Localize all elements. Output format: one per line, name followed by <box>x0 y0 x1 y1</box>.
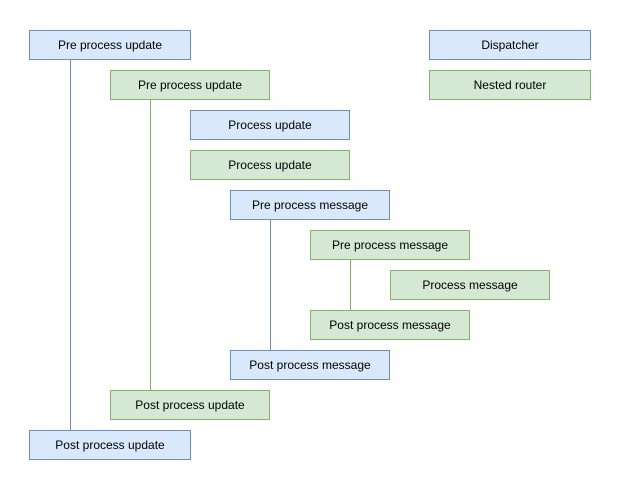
connector-pre-message-to-post-message-nested <box>350 260 351 310</box>
legend-item-nested-router: Nested router <box>429 70 591 100</box>
node-pre-process-message-dispatcher[interactable]: Pre process message <box>230 190 390 220</box>
node-post-process-update-nested[interactable]: Post process update <box>110 390 270 420</box>
legend-item-label: Nested router <box>473 78 547 92</box>
connector-pre-update-to-post-update-nested-router <box>150 100 151 390</box>
legend-item-dispatcher: Dispatcher <box>429 30 591 60</box>
node-pre-process-update-dispatcher[interactable]: Pre process update <box>29 30 191 60</box>
node-label: Pre process update <box>57 38 163 52</box>
node-process-update-nested[interactable]: Process update <box>190 150 350 180</box>
node-label: Process message <box>422 278 518 292</box>
node-post-process-update-dispatcher[interactable]: Post process update <box>29 430 191 460</box>
node-label: Post process update <box>55 438 165 452</box>
node-label: Process update <box>228 158 312 172</box>
node-post-process-message-dispatcher[interactable]: Post process message <box>230 350 390 380</box>
node-pre-process-update-nested[interactable]: Pre process update <box>110 70 270 100</box>
node-label: Post process message <box>329 318 451 332</box>
node-pre-process-message-nested[interactable]: Pre process message <box>310 230 470 260</box>
node-label: Post process update <box>135 398 245 412</box>
node-label: Pre process update <box>137 78 243 92</box>
node-label: Pre process message <box>331 238 449 252</box>
node-label: Process update <box>228 118 312 132</box>
legend-item-label: Dispatcher <box>481 38 539 52</box>
node-process-update-dispatcher[interactable]: Process update <box>190 110 350 140</box>
node-process-message-nested[interactable]: Process message <box>390 270 550 300</box>
connector-pre-message-to-post-message-dispatcher <box>270 220 271 350</box>
node-label: Pre process message <box>251 198 369 212</box>
node-post-process-message-nested[interactable]: Post process message <box>310 310 470 340</box>
node-label: Post process message <box>249 358 371 372</box>
connector-pre-update-to-post-update-dispatcher <box>70 60 71 430</box>
